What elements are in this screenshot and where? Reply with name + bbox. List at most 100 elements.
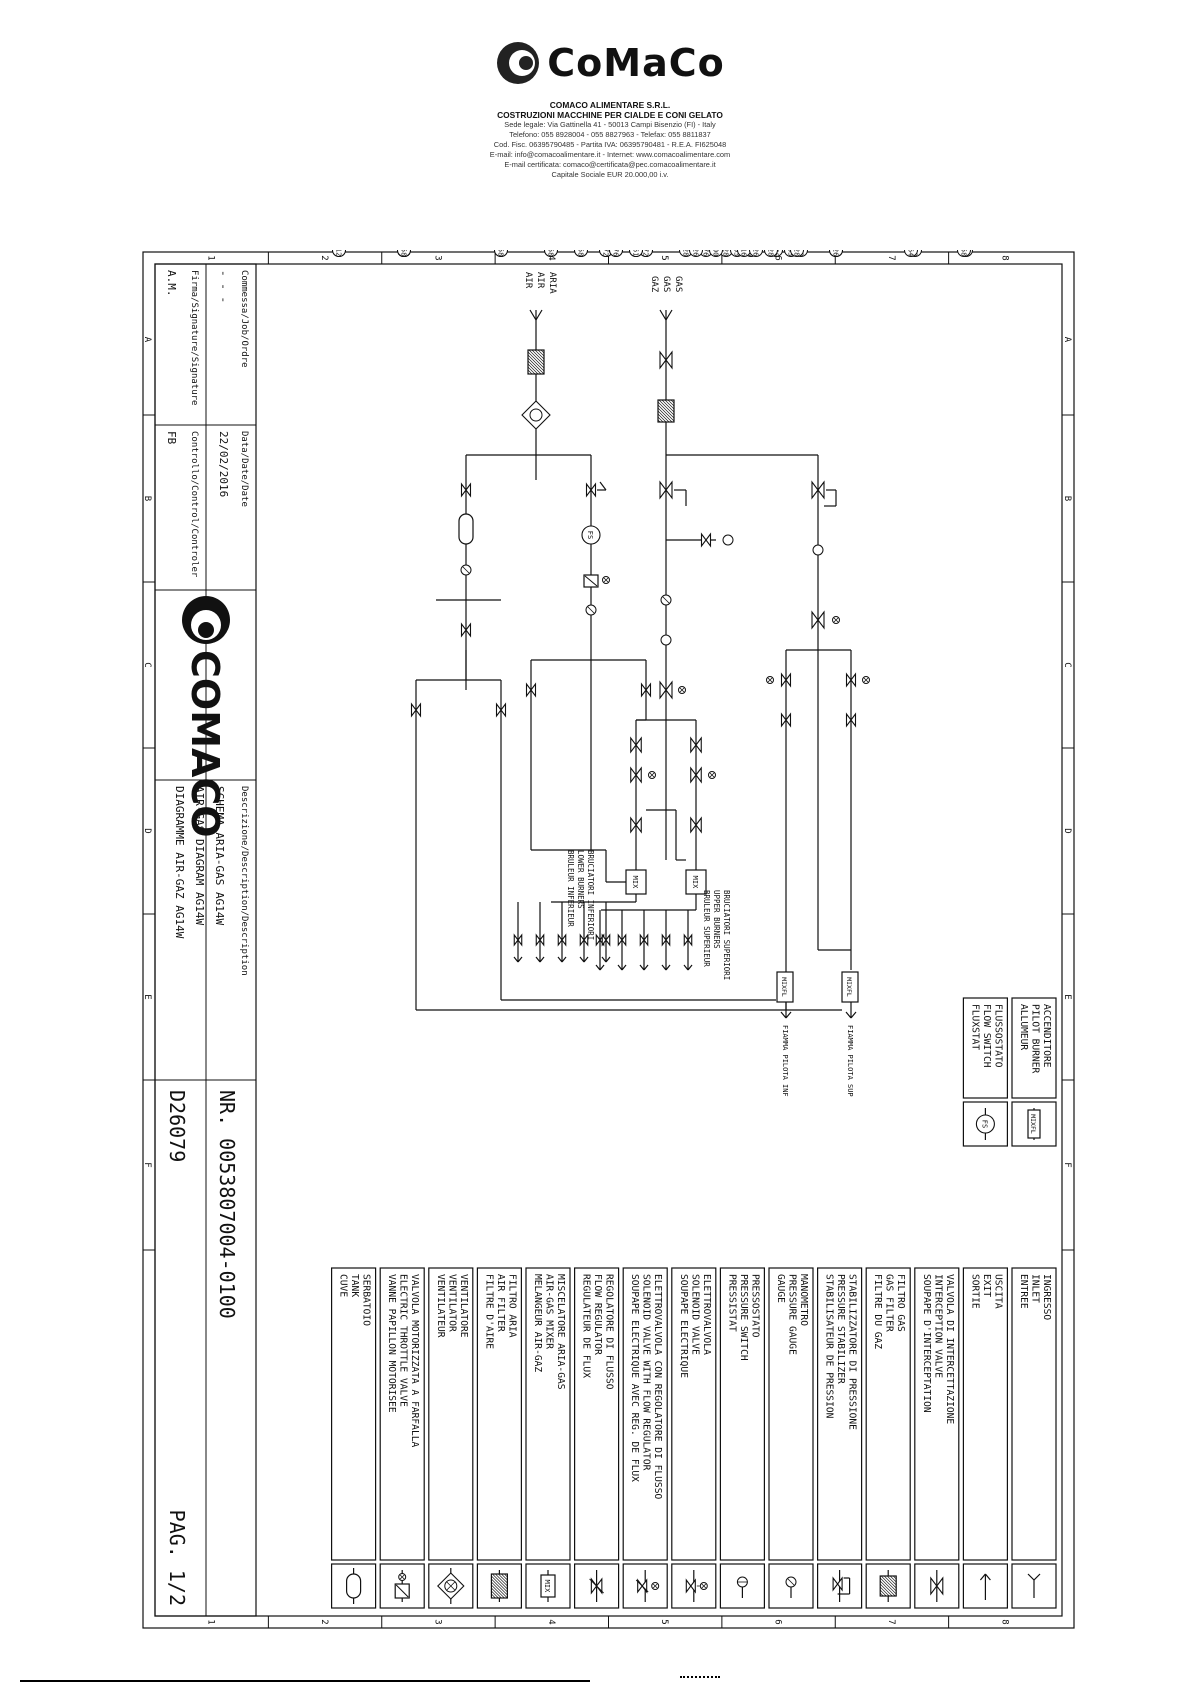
company-line: E-mail certificata: comaco@certificata@p… [504, 160, 716, 169]
pipe-line [879, 1589, 887, 1597]
legend-symbol-box [476, 1563, 523, 1609]
zone-number: 1 [206, 255, 216, 260]
title-block: Commessa/Job/Ordre- - -Firma/Signature/S… [154, 263, 257, 1617]
pipe-line [661, 399, 675, 413]
legend-text: STABILISATEUR DE PRESSION [824, 1274, 835, 1419]
pipe-line [584, 575, 598, 587]
pipe-line [845, 1011, 852, 1019]
legend-text: FLOW SWITCH [981, 1004, 992, 1068]
symbol-legend: INGRESSOINLETENTREEUSCITAEXITSORTIEVALVO… [330, 1267, 1057, 1609]
number-circle [574, 250, 588, 257]
legend-text: VANNE PAPILLON MOTORISEE [386, 1274, 397, 1413]
pipe-line [491, 1587, 502, 1599]
valve-icon [639, 933, 649, 947]
number-circle [709, 250, 723, 257]
valve-icon [690, 736, 702, 754]
number-label: 558 [959, 250, 967, 256]
zone-letter: F [1062, 1162, 1072, 1167]
component-number: 558 [397, 250, 411, 257]
legend-text: FLUXSTAT [969, 1004, 980, 1050]
fan-icon [521, 400, 551, 430]
pipe-line [599, 481, 607, 491]
pipe-line [539, 956, 545, 963]
component-number: 626 [689, 250, 703, 257]
number-circle [737, 250, 751, 257]
pipe-line [701, 1583, 707, 1589]
pipe-line [491, 1596, 493, 1599]
pipe-line [880, 1575, 897, 1592]
pipe-line [709, 772, 715, 778]
valve-icon [832, 1576, 843, 1592]
pipe-line [886, 1575, 897, 1586]
footer-rule [20, 1680, 590, 1682]
legend-symbol-box [574, 1563, 620, 1609]
valve-icon [811, 610, 825, 630]
number-label: 428 [681, 250, 689, 256]
legend-text: VENTILATEUR [435, 1274, 446, 1338]
component-number: 428 [719, 250, 733, 257]
valve-icon [495, 702, 507, 718]
pipe-line [491, 1578, 508, 1596]
job-label: Commessa/Job/Ordre [239, 270, 249, 368]
company-logo: CoMaCo [430, 25, 790, 100]
mixfl-text: MIXFL [780, 977, 788, 997]
pipe-line [657, 404, 675, 422]
pipe-line [527, 351, 545, 369]
company-line: Cod. Fisc. 06395790485 - Partita IVA: 06… [493, 140, 727, 149]
air-label: ARIA [547, 272, 557, 294]
number-label: 458 [496, 250, 504, 256]
pipe-line [399, 1574, 405, 1580]
number-label: 428 [766, 250, 774, 256]
pipe-line [491, 1593, 496, 1599]
legend-item-solflow: ELETTROVALVOLA CON REGOLATORE DI FLUSSOS… [622, 1267, 668, 1609]
legend-text: REGOLATORE DI FLUSSO [604, 1274, 615, 1390]
mix-text: MIX [691, 876, 699, 889]
component-number: 276 [699, 250, 713, 257]
legend-symbol-box [962, 1101, 1009, 1147]
pipe-line [513, 956, 519, 963]
number-label: 503 [786, 250, 794, 256]
description-label: Descrizione/Description/Description [239, 786, 249, 976]
company-line: E-mail: info@comacoalimentare.it - Inter… [489, 150, 731, 159]
component-number: 626 [749, 250, 763, 257]
footer-mark [680, 1676, 720, 1683]
legend-text: TANK [349, 1274, 360, 1297]
legend-text: USCITA [992, 1274, 1003, 1309]
filter-icon [657, 399, 675, 423]
legend-text-box [671, 1267, 717, 1561]
pipe-line [661, 964, 667, 971]
flow-switch-icon [975, 1114, 995, 1134]
pipe-line [527, 366, 536, 375]
gauge-icon [812, 544, 824, 556]
valve-icon [700, 532, 712, 548]
zone-number: 4 [546, 1619, 556, 1624]
pipe-line [879, 1586, 890, 1597]
pipe-line [657, 410, 670, 423]
legend-text-box [622, 1267, 668, 1561]
number-label: 458 [576, 250, 584, 256]
component-number: 272 [599, 250, 613, 257]
number-circle [957, 250, 971, 257]
pipe-line [599, 964, 605, 971]
legend-text: VALVOLA DI INTERCETTAZIONE [944, 1274, 955, 1424]
pipe-line [498, 1573, 508, 1584]
number-circle [599, 250, 613, 257]
legend-text-box [379, 1267, 425, 1561]
upper-burners-label: UPPER BURNERS [712, 890, 721, 949]
legend-text: MELANGEUR AIR-GAZ [532, 1274, 543, 1372]
description-line: AIR-GAS DIAGRAM AG14W [193, 786, 206, 925]
legend-text: SOLENOID VALVE WITH FLOW REGULATOR [641, 1274, 652, 1471]
number-label: 676 [611, 250, 619, 256]
pipe-line [495, 1573, 508, 1587]
valve-icon [659, 680, 673, 700]
company-line: COMACO ALIMENTARE S.R.L. [549, 100, 671, 110]
legend-text: SOUPAPE ELECTRIQUE AVEC REG. DE FLUX [629, 1274, 640, 1482]
date-label: Data/Date/Date [239, 431, 249, 507]
pilot-sup-label: FIAMMA PILOTA SUP [846, 1025, 854, 1097]
